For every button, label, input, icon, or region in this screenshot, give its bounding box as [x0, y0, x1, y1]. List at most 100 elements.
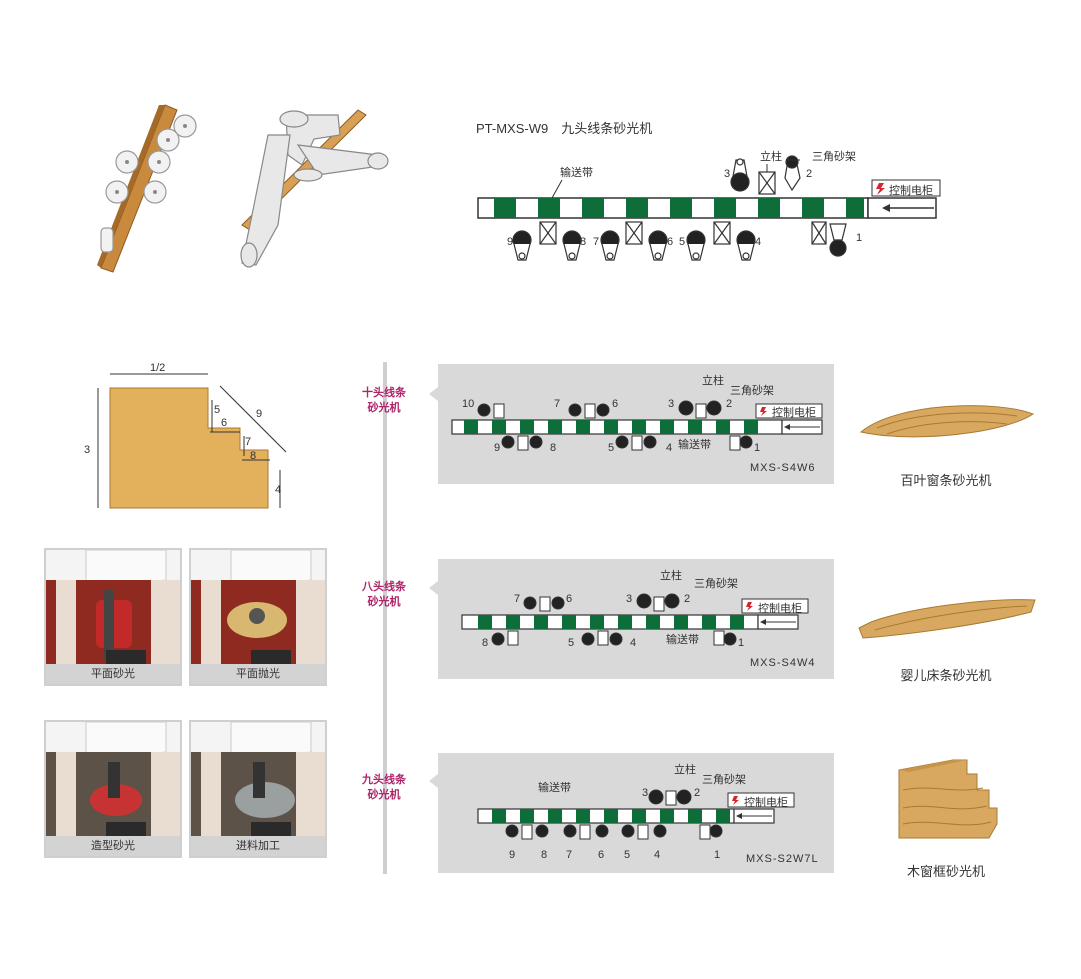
row1-product-label: 百叶窗条砂光机: [900, 473, 992, 488]
row3-label-belt: 输送带: [538, 782, 571, 794]
profile-label-7: 7: [245, 436, 252, 448]
row2-label-column: 立柱: [660, 570, 682, 582]
row2-num-7: 7: [514, 593, 521, 605]
photo-caption: 平面抛光: [191, 664, 325, 684]
label-belt: 输送带: [560, 167, 593, 179]
row3-product-image: [898, 759, 998, 839]
row2-tag-line1: 八头线条: [362, 581, 406, 593]
row3-num-5: 5: [624, 849, 631, 861]
label-cabinet: 控制电柜: [889, 185, 933, 197]
row1-num-5: 5: [608, 442, 615, 454]
row2-num-1: 1: [738, 637, 745, 649]
photo-profile-sanding: 造型砂光: [44, 720, 182, 858]
row3-tag-line2: 砂光机: [367, 789, 401, 801]
row3-num-7: 7: [566, 849, 573, 861]
row2-label-belt: 输送带: [666, 634, 699, 646]
photo-caption: 造型砂光: [46, 836, 180, 856]
sanding-heads-illustration-1: [97, 104, 197, 273]
row1-tag-line1: 十头线条: [362, 387, 406, 399]
profile-label-9: 9: [256, 408, 263, 420]
row1-product-image: [859, 405, 1035, 438]
main-diagram-title: PT-MXS-W9 九头线条砂光机: [476, 121, 653, 136]
row3-model: MXS-S2W7L: [746, 853, 819, 865]
row1-tag-line2: 砂光机: [367, 402, 401, 414]
row3-num-2: 2: [694, 787, 701, 799]
row1-num-6: 6: [612, 398, 619, 410]
photo-caption: 平面砂光: [46, 664, 180, 684]
row2-num-4: 4: [630, 637, 637, 649]
row3-num-1: 1: [714, 849, 721, 861]
row1-model: MXS-S4W6: [750, 462, 816, 474]
row2-label-cabinet: 控制电柜: [758, 603, 802, 615]
row1-num-7: 7: [554, 398, 561, 410]
row3-diagram: [477, 789, 795, 840]
row2-arrow: [429, 581, 438, 595]
row2-num-8: 8: [482, 637, 489, 649]
head-number-6: 6: [667, 236, 674, 248]
row3-num-9: 9: [509, 849, 516, 861]
row2-label-triangle: 三角砂架: [694, 578, 738, 590]
profile-label-half: 1/2: [150, 362, 166, 374]
row1-num-1: 1: [754, 442, 761, 454]
photo-flat-sanding: 平面砂光: [44, 548, 182, 686]
photo-caption: 进料加工: [191, 836, 325, 856]
row1-label-triangle: 三角砂架: [730, 385, 774, 397]
row1-label-belt: 输送带: [678, 439, 711, 451]
timeline-line: [383, 362, 387, 874]
row2-product-label: 婴儿床条砂光机: [900, 668, 992, 683]
row2-tag: 八头线条 砂光机: [354, 580, 414, 610]
row1-num-9: 9: [494, 442, 501, 454]
row1-label-cabinet: 控制电柜: [772, 407, 816, 419]
row1-num-4: 4: [666, 442, 673, 454]
row2-num-3: 3: [626, 593, 633, 605]
row3-num-3: 3: [642, 787, 649, 799]
head-number-9: 9: [507, 236, 514, 248]
row1-num-3: 3: [668, 398, 675, 410]
row2-num-2: 2: [684, 593, 691, 605]
row3-tag-line1: 九头线条: [362, 774, 406, 786]
row3-num-8: 8: [541, 849, 548, 861]
row2-tag-line2: 砂光机: [367, 596, 401, 608]
row1-panel: 立柱 三角砂架 控制电柜 输送带 10 7 6 3 2 9 8 5 4 1 MX…: [438, 364, 834, 484]
profile-label-3: 3: [84, 444, 91, 456]
row3-num-4: 4: [654, 849, 661, 861]
photo-feeding: 进料加工: [189, 720, 327, 858]
row2-panel: 立柱 三角砂架 控制电柜 输送带 7 6 3 2 8 5 4 1 MXS-S4W…: [438, 559, 834, 679]
row3-label-column: 立柱: [674, 764, 696, 776]
sanding-heads-illustration-2: [240, 109, 389, 268]
row1-num-8: 8: [550, 442, 557, 454]
row1-num-10: 10: [462, 398, 475, 410]
row2-num-5: 5: [568, 637, 575, 649]
row3-num-6: 6: [598, 849, 605, 861]
photo-flat-polishing: 平面抛光: [189, 548, 327, 686]
row2-model: MXS-S4W4: [750, 657, 816, 669]
profile-label-4: 4: [275, 484, 282, 496]
profile-label-5: 5: [214, 404, 221, 416]
row1-diagram: [451, 400, 823, 451]
label-triangle: 三角砂架: [812, 151, 856, 163]
head-number-1: 1: [856, 232, 863, 244]
profile-drawing: [97, 373, 287, 509]
row2-diagram: [461, 593, 809, 646]
row3-label-cabinet: 控制电柜: [744, 797, 788, 809]
head-number-4: 4: [755, 236, 762, 248]
row1-label-column: 立柱: [702, 375, 724, 387]
head-number-3: 3: [724, 168, 731, 180]
main-machine-diagram: [477, 155, 941, 261]
row3-label-triangle: 三角砂架: [702, 774, 746, 786]
row3-product-label: 木窗框砂光机: [906, 864, 985, 879]
head-number-5: 5: [679, 236, 686, 248]
row3-panel: 立柱 三角砂架 控制电柜 输送带 3 2 9 8 7 6 5 4 1 MXS-S…: [438, 753, 834, 873]
profile-label-8: 8: [250, 450, 257, 462]
row3-arrow: [429, 774, 438, 788]
row1-arrow: [429, 387, 438, 401]
head-number-2: 2: [806, 168, 813, 180]
head-number-7: 7: [593, 236, 600, 248]
row2-num-6: 6: [566, 593, 573, 605]
label-column: 立柱: [760, 151, 782, 163]
head-number-8: 8: [580, 236, 587, 248]
profile-label-6: 6: [221, 417, 228, 429]
row3-tag: 九头线条 砂光机: [354, 773, 414, 803]
row1-num-2: 2: [726, 398, 733, 410]
row1-tag: 十头线条 砂光机: [354, 386, 414, 416]
